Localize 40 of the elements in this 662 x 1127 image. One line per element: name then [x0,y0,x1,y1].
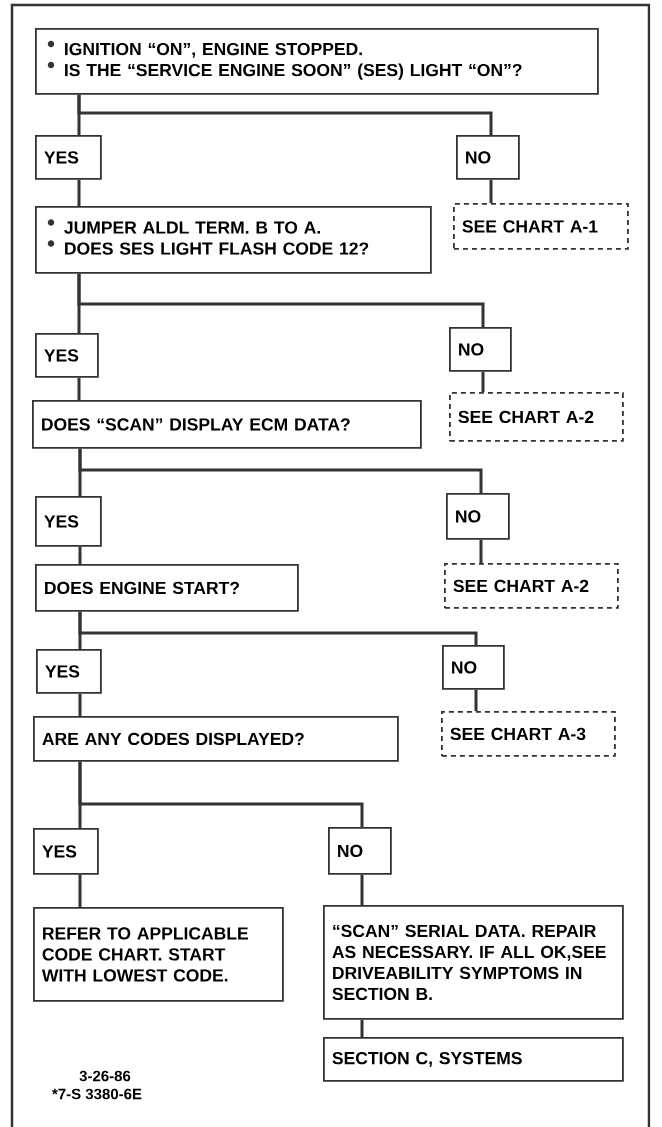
question-box: IGNITION “ON”, ENGINE STOPPED. IS THE “SERVICE ENGINE SOON” (SES) LIGHT “ON”? [35,28,599,95]
answer-box: YES [35,135,102,180]
question-box: JUMPER ALDL TERM. B TO A. DOES SES LIGHT FLASH CODE 12? [35,206,432,274]
action-box: “SCAN” SERIAL DATA. REPAIR AS NECESSARY. IF ALL OK,SEE DRIVEABILITY SYMPTOMS IN SECTION B. [323,905,624,1020]
connector-line [77,179,81,206]
action-box: SECTION C, SYSTEMS [323,1037,624,1082]
reference-number: *7-S 3380-6E [52,1088,142,1100]
answer-box: NO [456,135,520,180]
question-box: DOES ENGINE START? [35,564,299,612]
answer-box: YES [35,496,102,547]
question-box: ARE ANY CODES DISPLAYED? [33,716,399,762]
connector-line [360,1019,364,1037]
connector-line [481,371,485,392]
connector-line [78,546,82,564]
answer-box: YES [33,828,99,875]
connector-line [77,377,81,400]
reference-box: SEE CHART A-1 [453,203,629,250]
connector-line [479,539,483,563]
reference-number: 3-26-86 [79,1070,131,1082]
connector-line [78,874,82,907]
connector-line [77,94,493,135]
answer-box: NO [328,827,392,875]
connector-line [78,448,483,493]
answer-box: NO [442,645,505,690]
connector-line [77,273,485,327]
connector-line [474,689,478,711]
reference-box: SEE CHART A-3 [441,711,616,757]
connector-line [78,693,82,716]
answer-box: NO [446,493,510,540]
connector-line [78,611,478,645]
connector-line [489,179,493,203]
answer-box: YES [35,333,99,378]
connector-line [360,874,364,905]
connector-line [78,761,364,827]
reference-box: SEE CHART A-2 [444,563,619,609]
question-box: DOES “SCAN” DISPLAY ECM DATA? [32,400,422,449]
reference-box: SEE CHART A-2 [449,392,624,442]
answer-box: NO [449,327,512,372]
answer-box: YES [36,649,102,694]
action-box: REFER TO APPLICABLE CODE CHART. START WITH LOWEST CODE. [33,907,284,1002]
